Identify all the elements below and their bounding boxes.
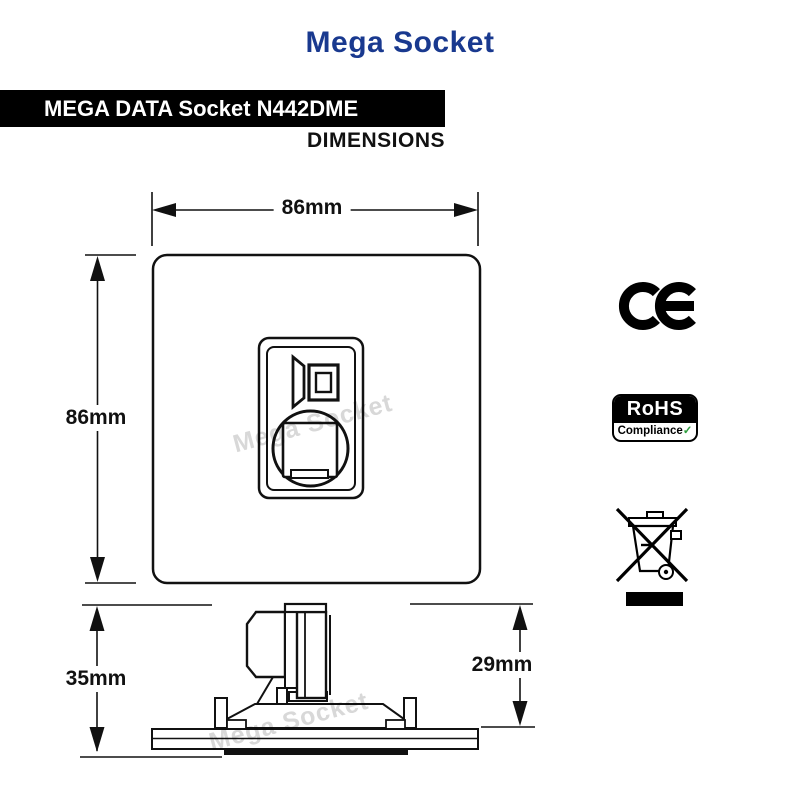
weee-crossed-bin-icon	[615, 507, 689, 606]
dim-label-projection: 29mm	[463, 652, 541, 678]
product-banner: MEGA DATA Socket N442DME	[0, 90, 445, 127]
dimension-projection	[410, 603, 535, 728]
data-port-icon	[291, 354, 340, 410]
section-label: DIMENSIONS	[306, 129, 445, 152]
rj45-jack-icon	[271, 409, 350, 488]
brand-title: Mega Socket	[305, 26, 495, 59]
ce-mark-icon	[619, 282, 696, 330]
dim-label-height: 86mm	[57, 405, 135, 431]
dim-label-width: 86mm	[273, 195, 351, 221]
rohs-check-icon: ✓	[682, 425, 693, 437]
dim-label-total-depth: 35mm	[57, 666, 135, 692]
back-box	[245, 602, 331, 705]
side-view	[151, 602, 479, 755]
plate-shadow	[224, 750, 408, 755]
weee-bar	[626, 592, 683, 606]
front-view	[151, 253, 482, 585]
rohs-title: RoHS	[614, 396, 696, 423]
rohs-subtitle: Compliance✓	[617, 425, 693, 437]
rohs-badge: RoHS Compliance✓	[612, 394, 698, 442]
product-banner-text: MEGA DATA Socket N442DME	[44, 96, 359, 121]
